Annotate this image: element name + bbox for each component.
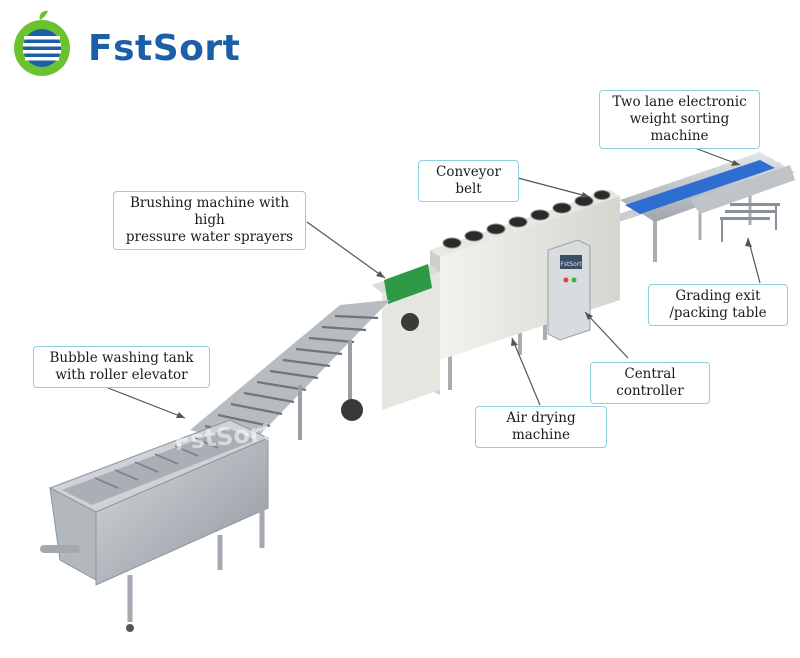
controller-panel-text: FstSort	[560, 261, 582, 268]
callout-weight-sorting-machine: Two lane electronic weight sorting machi…	[599, 90, 760, 149]
callout-line: Bubble washing tank	[49, 350, 194, 366]
callout-arrowheads	[176, 160, 752, 418]
callout-line: /packing table	[669, 305, 767, 321]
callout-line: Brushing machine with high	[129, 195, 290, 228]
roller-elevator	[190, 300, 390, 445]
callout-line: Grading exit	[675, 288, 761, 304]
callout-conveyor-belt: Conveyor belt	[418, 160, 519, 202]
callout-line: Air drying machine	[506, 410, 576, 443]
callout-grading-exit: Grading exit /packing table	[648, 284, 788, 326]
callout-line: Conveyor belt	[436, 164, 501, 197]
callout-line: pressure water sprayers	[125, 229, 294, 245]
central-controller-cabinet: FstSort	[547, 239, 591, 341]
callout-central-controller: Central controller	[590, 362, 710, 404]
fstsort-logo-icon	[14, 10, 70, 76]
bubble-washing-tank	[40, 419, 270, 632]
callout-brushing-machine: Brushing machine with high pressure wate…	[113, 191, 306, 250]
brand-name: FstSort	[88, 28, 241, 69]
weight-sorting-machine	[620, 152, 795, 242]
callout-bubble-washing-tank: Bubble washing tank with roller elevator	[33, 346, 210, 388]
callout-line: Central controller	[616, 366, 684, 399]
callout-line: Two lane electronic	[612, 94, 747, 110]
brushing-machine	[372, 264, 440, 410]
callout-line: weight sorting machine	[629, 111, 730, 144]
callout-air-drying-machine: Air drying machine	[475, 406, 607, 448]
callout-line: with roller elevator	[55, 367, 188, 383]
